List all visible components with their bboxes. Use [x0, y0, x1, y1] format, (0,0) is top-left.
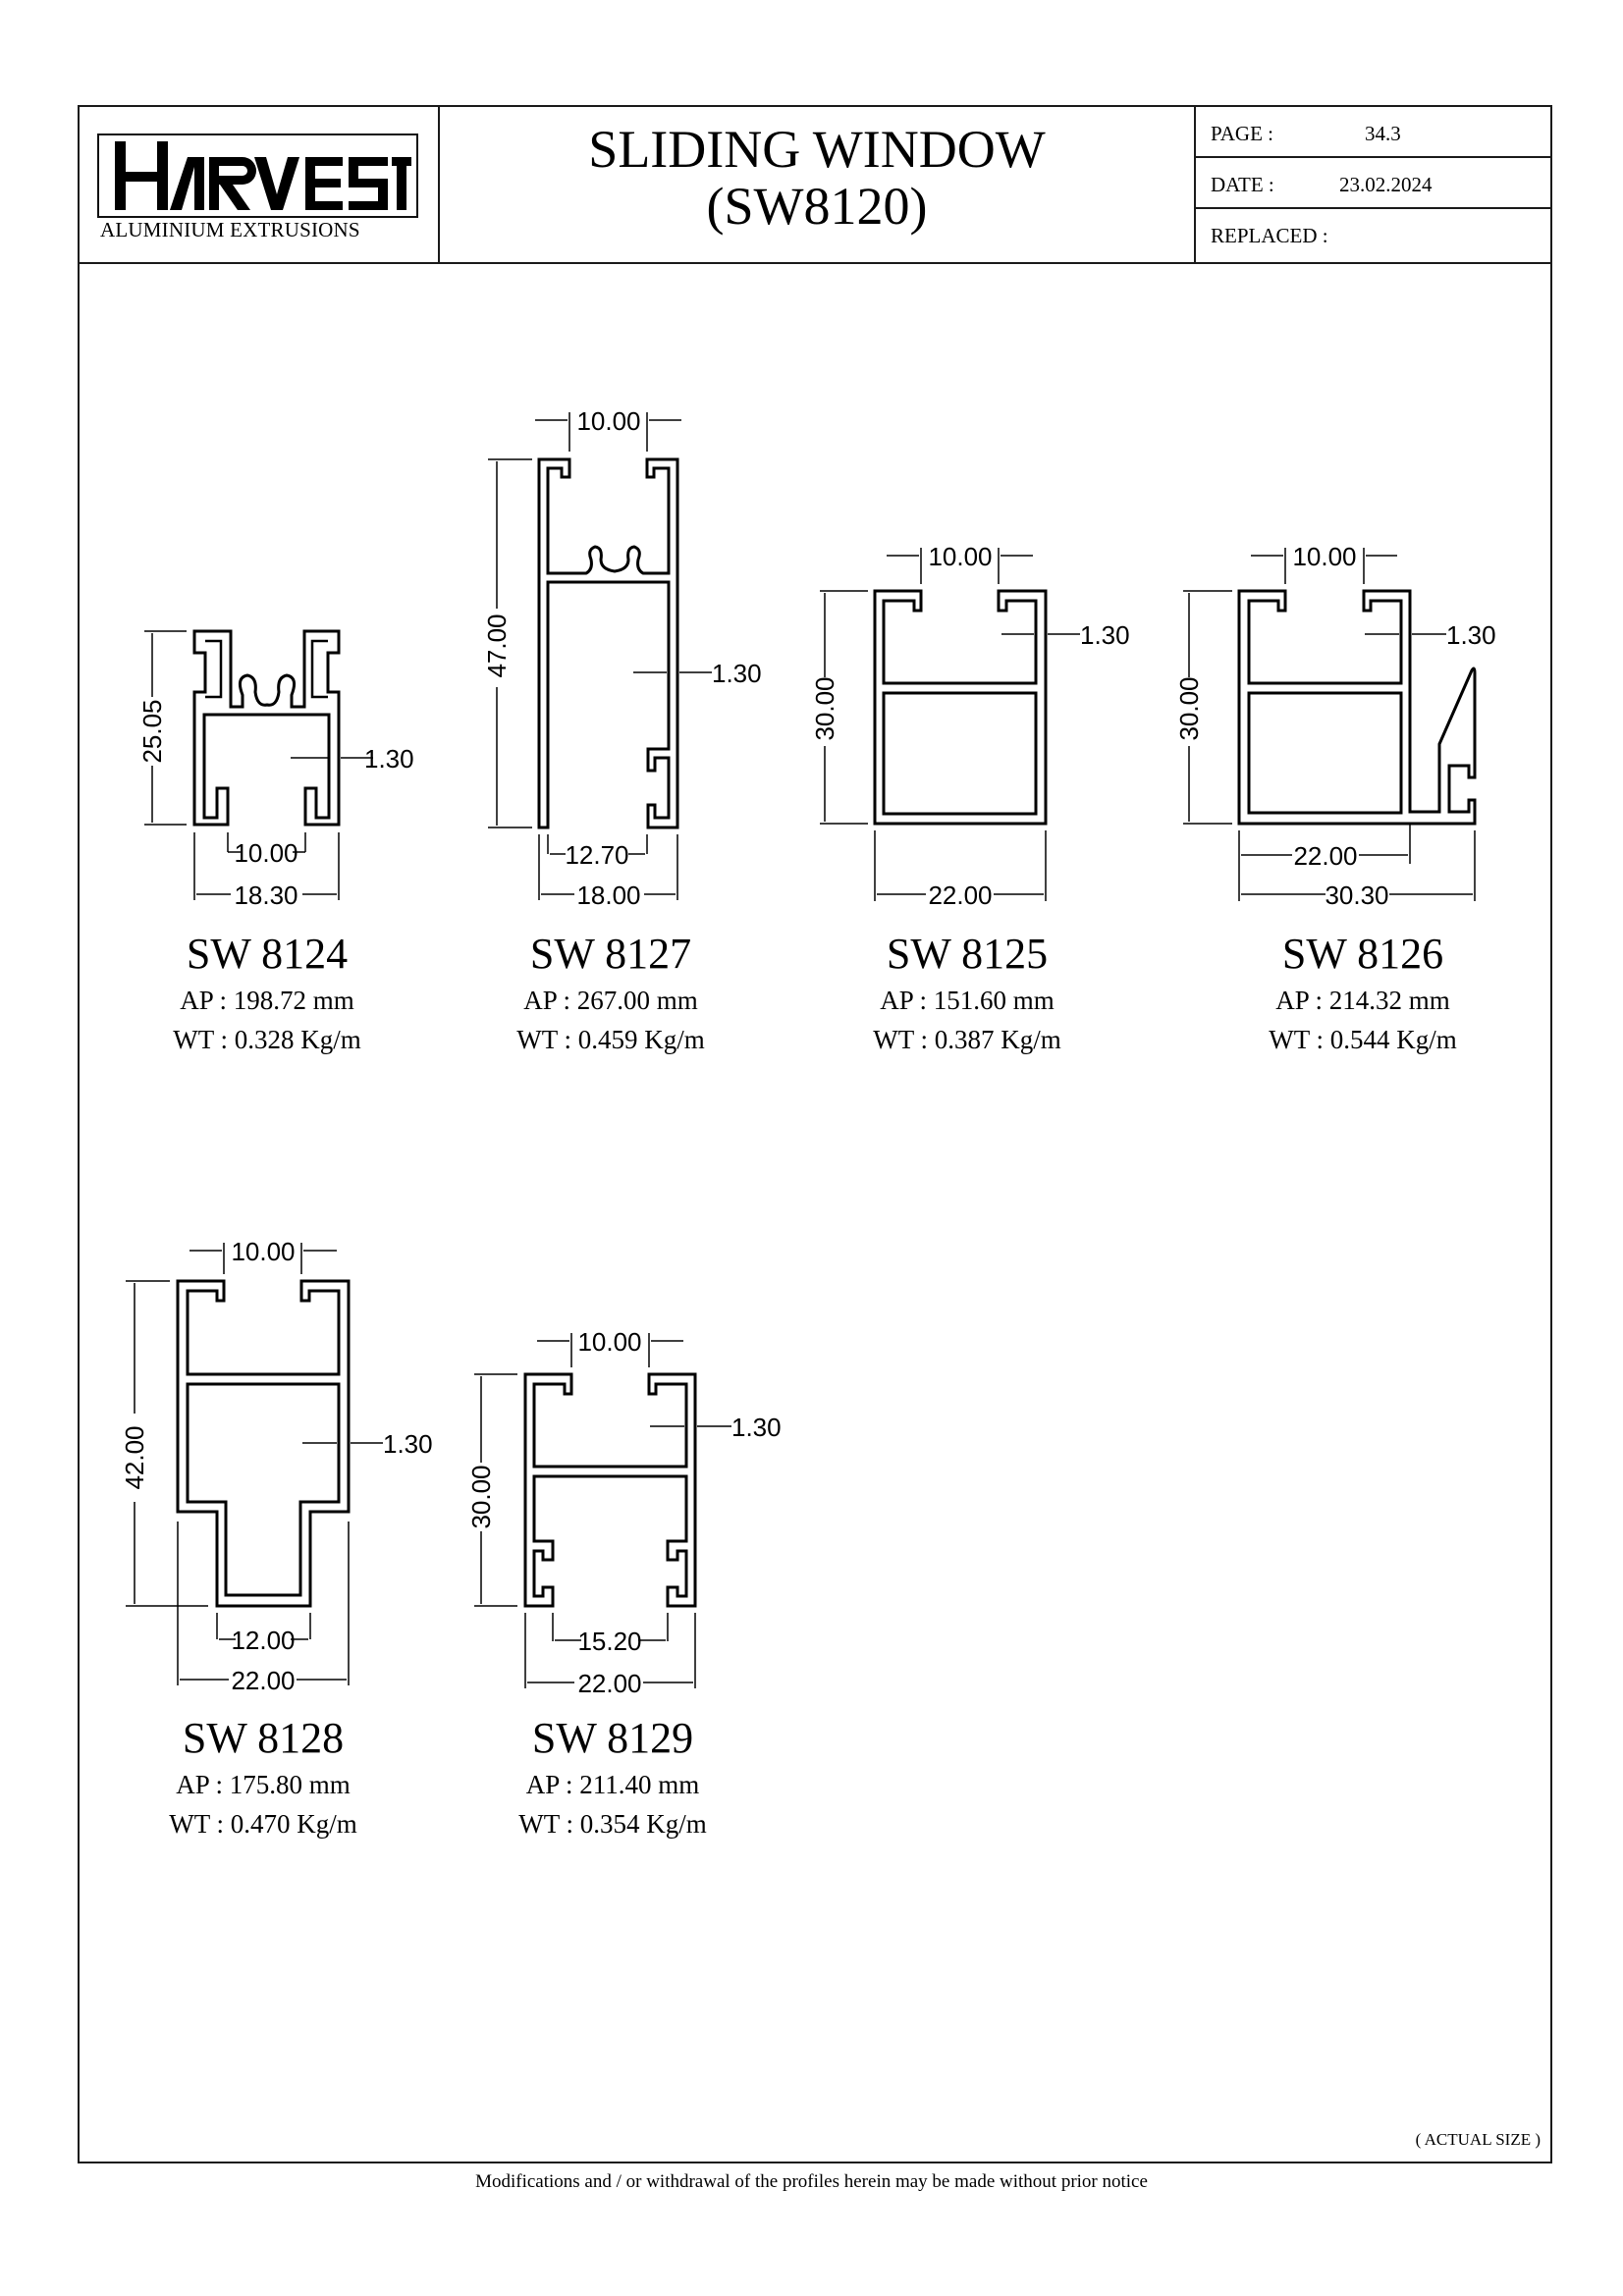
document-title: SLIDING WINDOW — [588, 120, 1046, 179]
profile-ap: AP : 198.72 mm — [180, 986, 354, 1015]
dim-height-sw8129: 30.00 — [466, 1465, 496, 1528]
page-label: PAGE : — [1211, 122, 1273, 145]
profile-wt: WT : 0.459 Kg/m — [516, 1025, 705, 1054]
profile-wt: WT : 0.328 Kg/m — [173, 1025, 361, 1054]
date-label: DATE : — [1211, 173, 1274, 196]
dim-thickness-sw8129: 1.30 — [731, 1413, 782, 1442]
replaced-label: REPLACED : — [1211, 224, 1328, 247]
profile-code: SW 8126 — [1281, 930, 1444, 978]
profile-code: SW 8128 — [182, 1714, 345, 1762]
footer-disclaimer: Modifications and / or withdrawal of the… — [475, 2171, 1148, 2192]
profile-wt: WT : 0.544 Kg/m — [1269, 1025, 1457, 1054]
profile-wt: WT : 0.470 Kg/m — [169, 1809, 357, 1839]
dim-inner-width-sw8124: 10.00 — [234, 838, 298, 868]
profile-drawing-sw8128 — [176, 1279, 351, 1608]
profile-ap: AP : 151.60 mm — [880, 986, 1055, 1015]
page-value: 34.3 — [1365, 122, 1401, 145]
date-value: 23.02.2024 — [1339, 173, 1433, 196]
dim-top-opening-sw8129: 10.00 — [577, 1327, 641, 1357]
profile-ap: AP : 211.40 mm — [525, 1770, 700, 1799]
profile-ap: AP : 267.00 mm — [523, 986, 698, 1015]
dim-height-sw8125: 30.00 — [810, 676, 839, 740]
dim-top-opening-sw8125: 10.00 — [928, 542, 992, 571]
dim-top-opening-sw8126: 10.00 — [1292, 542, 1356, 571]
dim-height-sw8126: 30.00 — [1174, 676, 1204, 740]
logo-cell: ALUMINIUM EXTRUSIONS — [80, 107, 440, 262]
dim-width-sw8125: 22.00 — [928, 881, 992, 910]
document-title-cell: SLIDING WINDOW (SW8120) — [440, 107, 1196, 262]
dim-width-sw8127: 18.00 — [576, 881, 640, 910]
profile-code: SW 8129 — [531, 1714, 694, 1762]
title-block: ALUMINIUM EXTRUSIONS SLIDING WINDOW (SW8… — [80, 107, 1550, 264]
replaced-row: REPLACED : — [1196, 209, 1550, 260]
profile-ap: AP : 175.80 mm — [176, 1770, 351, 1799]
dim-thickness-sw8126: 1.30 — [1446, 620, 1496, 650]
dim-width-sw8126: 30.30 — [1325, 881, 1388, 910]
dim-inner-width-sw8127: 12.70 — [565, 840, 628, 870]
document-subtitle: (SW8120) — [706, 177, 928, 236]
profile-drawing-sw8125 — [873, 589, 1048, 826]
profile-wt: WT : 0.354 Kg/m — [518, 1809, 707, 1839]
harvest-logo-icon — [115, 141, 411, 210]
dim-height-sw8124: 25.05 — [137, 699, 167, 763]
scale-note: ( ACTUAL SIZE ) — [1415, 2130, 1541, 2149]
dim-thickness-sw8125: 1.30 — [1080, 620, 1130, 650]
page-row: PAGE : 34.3 — [1196, 107, 1550, 158]
dim-height-sw8127: 47.00 — [482, 614, 512, 677]
dim-height-sw8128: 42.00 — [120, 1425, 149, 1489]
profile-code: SW 8124 — [186, 930, 349, 978]
profile-wt: WT : 0.387 Kg/m — [873, 1025, 1061, 1054]
dim-width-sw8129: 22.00 — [577, 1669, 641, 1698]
profile-drawing-sw8126 — [1237, 589, 1477, 826]
harvest-logo — [97, 133, 418, 218]
dim-inner-width-sw8129: 15.20 — [577, 1627, 641, 1656]
dim-top-opening-sw8127: 10.00 — [576, 406, 640, 436]
drawing-sheet-frame: ALUMINIUM EXTRUSIONS SLIDING WINDOW (SW8… — [78, 105, 1552, 2163]
dim-thickness-sw8128: 1.30 — [383, 1429, 433, 1459]
dim-thickness-sw8127: 1.30 — [712, 659, 762, 688]
dim-width-sw8128: 22.00 — [231, 1666, 295, 1695]
profile-drawing-sw8124 — [192, 629, 341, 827]
profile-code: SW 8125 — [886, 930, 1049, 978]
dim-thickness-sw8124: 1.30 — [364, 744, 414, 774]
profile-drawing-sw8129 — [523, 1372, 697, 1608]
dim-width-sw8124: 18.30 — [234, 881, 298, 910]
dim-inner-width-sw8126: 22.00 — [1293, 841, 1357, 871]
dim-top-opening-sw8128: 10.00 — [231, 1237, 295, 1266]
dim-inner-width-sw8128: 12.00 — [231, 1626, 295, 1655]
meta-cell: PAGE : 34.3 DATE : 23.02.2024 REPLACED : — [1196, 107, 1550, 262]
profile-code: SW 8127 — [529, 930, 692, 978]
profile-ap: AP : 214.32 mm — [1275, 986, 1450, 1015]
date-row: DATE : 23.02.2024 — [1196, 158, 1550, 209]
profile-drawing-sw8127 — [537, 457, 679, 829]
logo-subtitle: ALUMINIUM EXTRUSIONS — [100, 218, 360, 241]
